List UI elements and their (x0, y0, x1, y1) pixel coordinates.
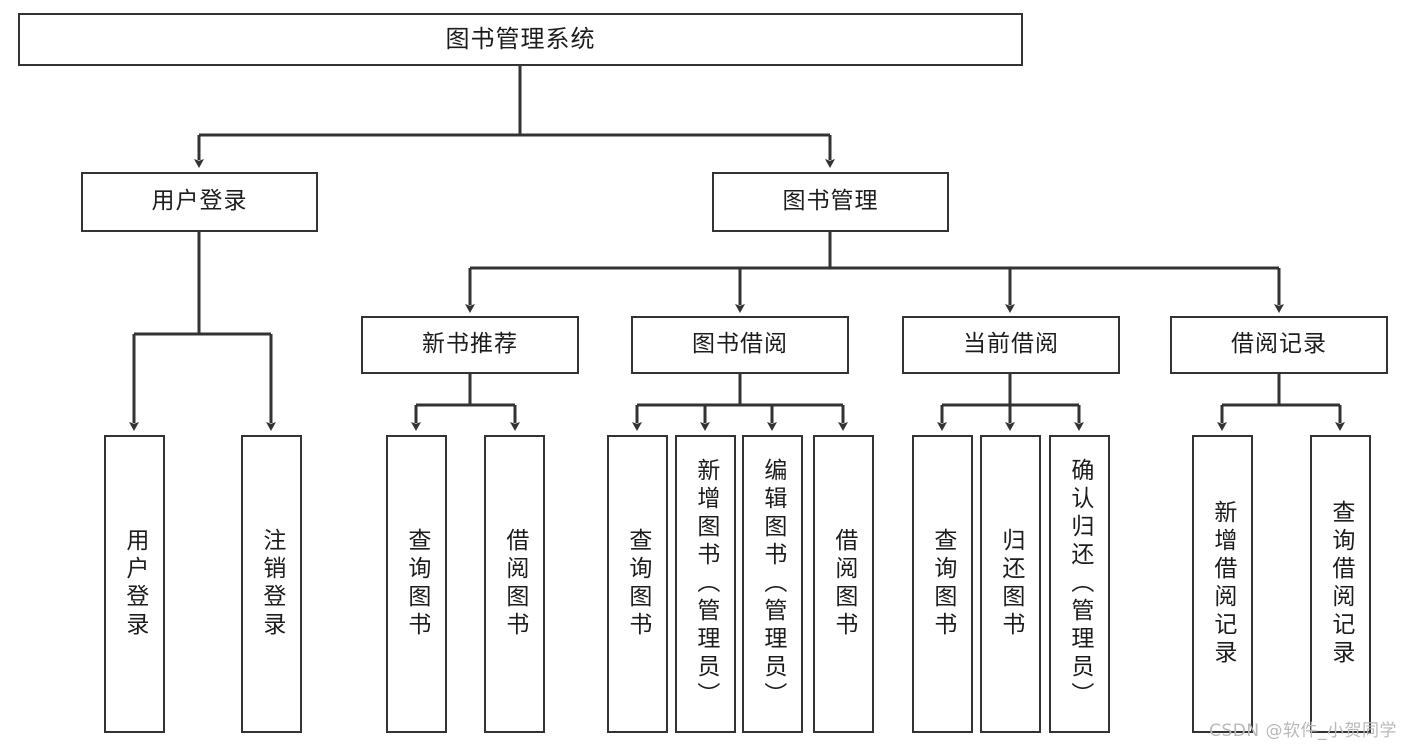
node-label: 归还图书 (997, 528, 1024, 640)
node-leaf-return-book[interactable]: 归还图书 (980, 435, 1041, 733)
node-label: 编辑图书（管理员） (759, 458, 786, 710)
node-current-borrow[interactable]: 当前借阅 (902, 316, 1120, 374)
node-root-book-management-system[interactable]: 图书管理系统 (18, 13, 1023, 66)
node-label: 图书管理 (782, 188, 879, 215)
node-new-book-recommend[interactable]: 新书推荐 (361, 316, 579, 374)
node-label: 查询图书 (403, 528, 430, 640)
node-leaf-add-record[interactable]: 新增借阅记录 (1192, 435, 1253, 733)
node-label: 当前借阅 (963, 331, 1059, 358)
node-leaf-logout[interactable]: 注销登录 (241, 435, 302, 733)
node-label: 借阅图书 (501, 528, 528, 640)
node-label: 查询图书 (624, 528, 651, 640)
node-book-borrow[interactable]: 图书借阅 (631, 316, 849, 374)
node-label: 确认归还（管理员） (1066, 458, 1093, 710)
node-leaf-query-book-3[interactable]: 查询图书 (912, 435, 973, 733)
node-leaf-borrow-book-2[interactable]: 借阅图书 (813, 435, 874, 733)
node-label: 新增图书（管理员） (692, 458, 719, 710)
node-leaf-query-record[interactable]: 查询借阅记录 (1310, 435, 1371, 733)
node-leaf-add-book[interactable]: 新增图书（管理员） (675, 435, 736, 733)
node-book-management[interactable]: 图书管理 (712, 172, 949, 232)
watermark-text: CSDN @软件_小贺同学 (1209, 721, 1397, 741)
node-label: 借阅记录 (1231, 331, 1327, 358)
node-label: 注销登录 (258, 528, 285, 640)
node-label: 新书推荐 (422, 331, 518, 358)
node-label: 查询图书 (929, 528, 956, 640)
node-label: 借阅图书 (830, 528, 857, 640)
node-borrow-record[interactable]: 借阅记录 (1170, 316, 1388, 374)
node-user-login[interactable]: 用户登录 (81, 172, 318, 232)
node-label: 图书借阅 (692, 331, 788, 358)
node-label: 图书管理系统 (445, 25, 596, 54)
node-label: 用户登录 (151, 188, 248, 215)
node-leaf-query-book-2[interactable]: 查询图书 (607, 435, 668, 733)
node-label: 新增借阅记录 (1209, 500, 1236, 668)
node-leaf-query-book-1[interactable]: 查询图书 (386, 435, 447, 733)
node-leaf-borrow-book-1[interactable]: 借阅图书 (484, 435, 545, 733)
node-label: 用户登录 (121, 528, 148, 640)
node-leaf-edit-book[interactable]: 编辑图书（管理员） (742, 435, 803, 733)
node-leaf-confirm-return[interactable]: 确认归还（管理员） (1049, 435, 1110, 733)
node-leaf-user-login[interactable]: 用户登录 (104, 435, 165, 733)
node-label: 查询借阅记录 (1327, 500, 1354, 668)
